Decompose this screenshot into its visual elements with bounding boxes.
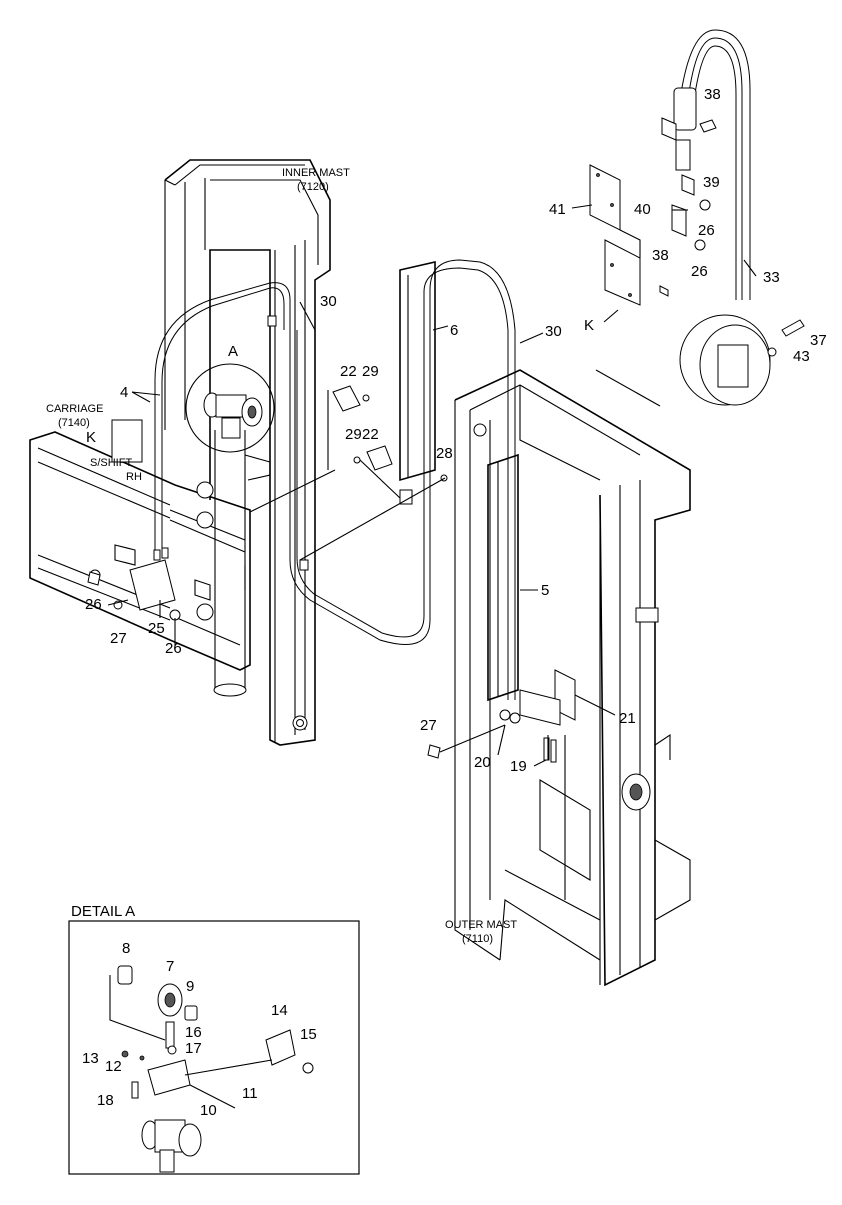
callout-20: 20 [474, 754, 491, 771]
hose-6-loop [289, 259, 516, 700]
leader-lines [107, 204, 757, 767]
outer-mast-code: (7110) [462, 933, 493, 945]
callout-26-top-1: 26 [698, 222, 715, 239]
detail-callout-18: 18 [97, 1092, 114, 1109]
detail-callout-15: 15 [300, 1026, 317, 1043]
detail-a-callouts: 7 8 9 10 11 12 13 14 15 16 17 18 [82, 940, 317, 1119]
detail-callout-10: 10 [200, 1102, 217, 1119]
carriage-code: (7140) [58, 417, 90, 429]
sshift-label: S/SHIFT [90, 457, 132, 469]
carriage-label: CARRIAGE [46, 403, 103, 415]
callout-5: 5 [541, 582, 549, 599]
view-k-bracket: K [584, 317, 594, 334]
fittings-top [661, 117, 717, 251]
callout-6: 6 [450, 322, 458, 339]
callout-38-lower: 38 [652, 247, 669, 264]
lift-cylinder [213, 430, 271, 697]
detail-callout-17: 17 [185, 1040, 202, 1057]
callout-27-outer: 27 [420, 717, 437, 734]
callout-26-carriage: 26 [85, 596, 102, 613]
callout-27-carriage: 27 [110, 630, 127, 647]
callout-25: 25 [148, 620, 165, 637]
hose-4 [154, 282, 291, 550]
callout-30-outer: 30 [545, 323, 562, 340]
detail-callout-16: 16 [185, 1024, 202, 1041]
inner-mast-label: INNER MAST [282, 167, 350, 179]
inner-mast [164, 159, 331, 746]
chain-brackets [87, 385, 448, 759]
callout-37: 37 [810, 332, 827, 349]
callout-40: 40 [634, 201, 651, 218]
callout-38-upper: 38 [704, 86, 721, 103]
callout-43: 43 [793, 348, 810, 365]
callout-29-lower: 29 [345, 426, 362, 443]
rh-label: RH [126, 471, 142, 483]
bracket-41 [589, 164, 669, 306]
assembly-labels: INNER MAST (7120) OUTER MAST (7110) CARR… [46, 167, 594, 945]
view-a-label: A [228, 343, 238, 360]
detail-callout-14: 14 [271, 1002, 288, 1019]
callout-26-top-2: 26 [691, 263, 708, 280]
detail-a-callout-circle [185, 363, 275, 453]
callout-22-lower: 22 [362, 426, 379, 443]
outer-mast-label: OUTER MAST [445, 919, 517, 931]
outer-mast [454, 369, 691, 987]
callout-29-upper: 29 [362, 363, 379, 380]
detail-callout-12: 12 [105, 1058, 122, 1075]
detail-callout-7: 7 [166, 958, 174, 975]
detail-a-box [68, 920, 360, 1175]
callout-28: 28 [436, 445, 453, 462]
view-k-carriage: K [86, 429, 96, 446]
callout-33: 33 [763, 269, 780, 286]
detail-callout-9: 9 [186, 978, 194, 995]
detail-callout-11: 11 [242, 1085, 258, 1102]
part-callouts: 4 5 6 19 20 21 22 22 25 26 26 26 26 27 2… [85, 86, 827, 775]
callout-30-inner: 30 [320, 293, 337, 310]
callout-19: 19 [510, 758, 527, 775]
hose-sheave-assembly [595, 29, 805, 407]
callout-4: 4 [120, 384, 128, 401]
callout-22-upper: 22 [340, 363, 357, 380]
callout-26-manifold: 26 [165, 640, 182, 657]
detail-a-title: DETAIL A [71, 903, 135, 920]
hose-5 [487, 453, 519, 702]
callout-41: 41 [549, 201, 566, 218]
carriage [29, 419, 251, 671]
callout-21: 21 [619, 710, 636, 727]
inner-mast-code: (7120) [297, 181, 329, 193]
callout-39: 39 [703, 174, 720, 191]
bracket-21 [499, 669, 576, 900]
detail-callout-8: 8 [122, 940, 130, 957]
chain-sheave-a [203, 392, 263, 439]
detail-callout-13: 13 [82, 1050, 99, 1067]
